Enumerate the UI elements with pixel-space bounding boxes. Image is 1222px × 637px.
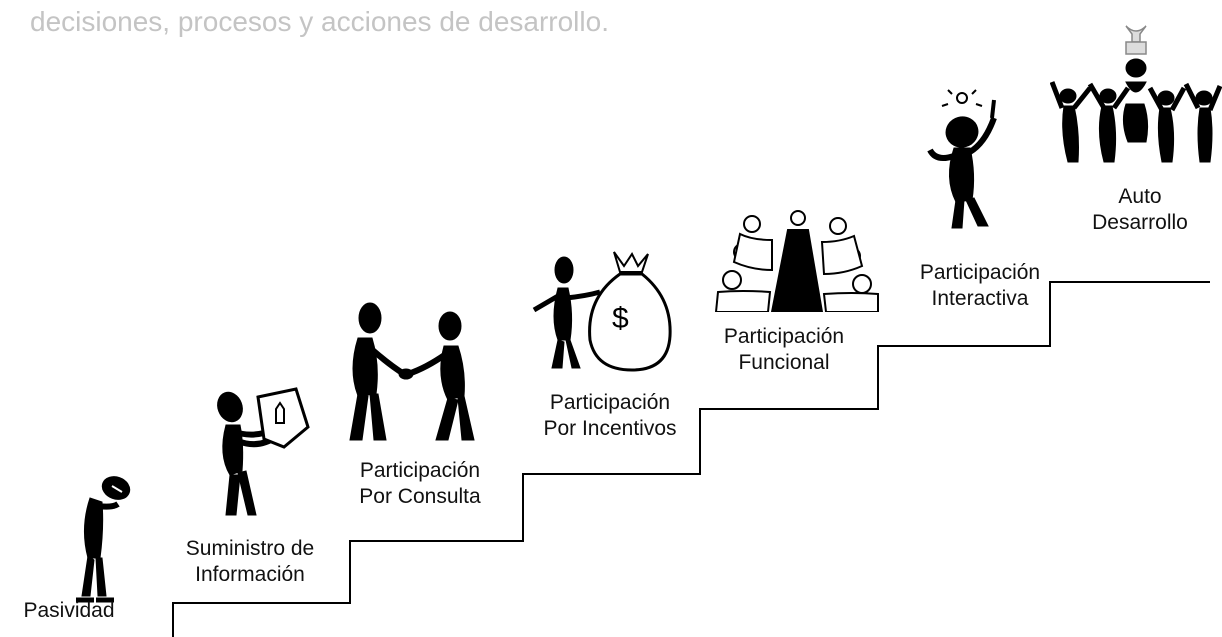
stage-line1: Participación <box>549 391 671 414</box>
stage-label-consulta: Participación Por Consulta <box>330 458 510 511</box>
stage-line2: Interactiva <box>931 287 1029 311</box>
stage-line1: Participación <box>723 325 845 348</box>
meeting-table-icon <box>714 210 879 312</box>
stage-label-suministro: Suministro de Información <box>160 536 340 589</box>
stage-line1: Participación <box>359 459 481 482</box>
stage-label-funcional: Participación Funcional <box>694 324 874 377</box>
stage-label-incentivos: Participación Por Incentivos <box>520 390 700 443</box>
money-bag-icon: $ <box>532 251 672 372</box>
stage-line1: Auto <box>1118 185 1162 208</box>
stage-line2: Información <box>195 563 305 587</box>
stage-label-pasividad: Pasividad <box>14 598 124 624</box>
celebrating-group-icon <box>1050 25 1222 163</box>
slide-caption: decisiones, procesos y acciones de desar… <box>30 6 609 37</box>
svg-text:$: $ <box>612 302 629 335</box>
idea-person-icon <box>927 89 997 229</box>
stage-line1: Pasividad <box>23 599 115 622</box>
stage-line2: Por Incentivos <box>543 417 677 441</box>
stage-label-interactiva: Participación Interactiva <box>890 260 1070 313</box>
stage-line1: Suministro de <box>185 537 315 560</box>
stage-line2: Por Consulta <box>359 485 481 509</box>
sad-person-icon <box>76 476 131 603</box>
stage-line2: Desarrollo <box>1092 211 1188 235</box>
stage-line2: Funcional <box>738 351 830 375</box>
stage-label-auto-desarrollo: Auto Desarrollo <box>1070 184 1210 237</box>
stage-line1: Participación <box>919 261 1041 284</box>
person-reading-document-icon <box>217 387 310 516</box>
handshake-icon <box>349 302 475 441</box>
